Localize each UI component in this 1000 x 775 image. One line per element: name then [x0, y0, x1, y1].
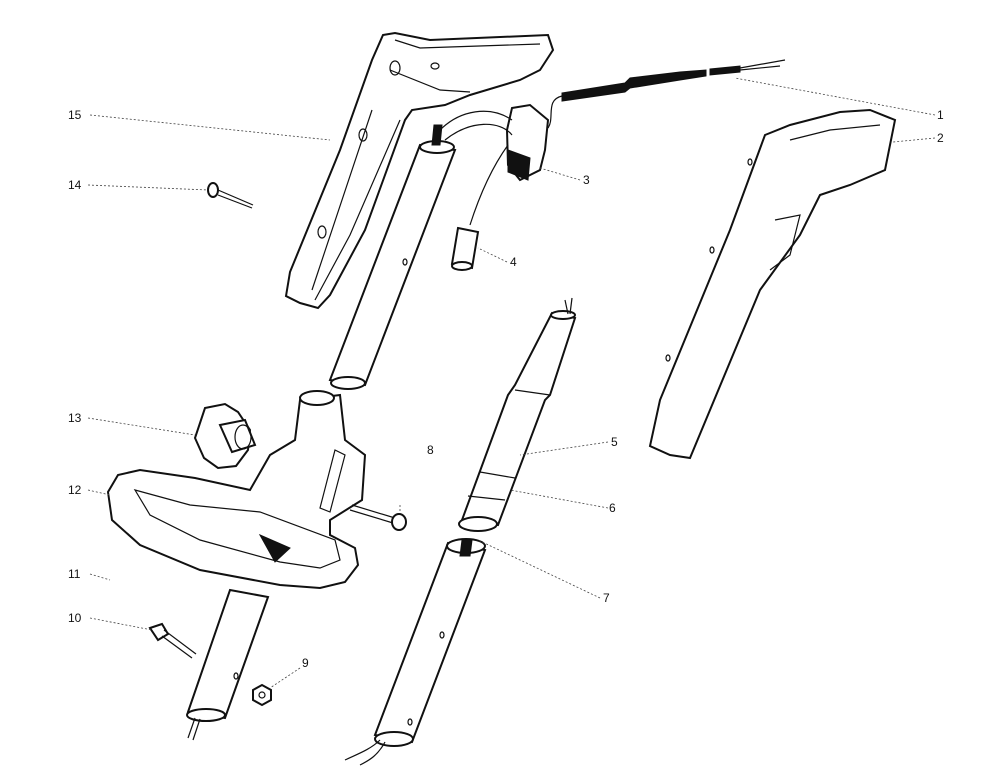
leader-4	[477, 247, 508, 263]
lower-tube-icon	[344, 538, 487, 766]
leader-lines	[87, 77, 936, 689]
callout-13: 13	[68, 411, 82, 425]
callout-6: 6	[609, 501, 616, 515]
callout-5: 5	[611, 435, 618, 449]
callout-1: 1	[937, 108, 944, 122]
leader-13	[87, 417, 196, 436]
leader-10	[89, 617, 153, 631]
callout-14: 14	[68, 178, 82, 192]
callout-7: 7	[603, 591, 610, 605]
callout-8: 8	[427, 443, 434, 457]
leader-11	[89, 573, 111, 581]
handle-cover-left-icon	[284, 31, 555, 310]
callout-2: 2	[937, 131, 944, 145]
cable-icon	[547, 59, 786, 129]
leader-5	[519, 441, 609, 456]
tube-sleeve-icon	[458, 297, 577, 532]
leader-14	[87, 184, 209, 191]
leader-2	[892, 137, 936, 143]
knob-icon	[193, 402, 257, 470]
callout-15: 15	[68, 108, 82, 122]
wire-connector-icon	[450, 144, 509, 271]
bolt-icon	[349, 504, 407, 531]
upper-tube-icon	[328, 124, 457, 390]
callout-labels: 1 2 3 4 5 6 7 8 9 10 11 12 13 14 15	[68, 108, 944, 670]
loop-handle-icon	[106, 390, 367, 590]
shaft-tube-icon	[186, 588, 270, 741]
screw-icon	[207, 182, 254, 209]
leader-15	[89, 114, 331, 141]
callout-3: 3	[583, 173, 590, 187]
nut-icon	[252, 683, 272, 707]
callout-9: 9	[302, 656, 309, 670]
callout-4: 4	[510, 255, 517, 269]
bolt-icon	[148, 622, 197, 659]
leader-12	[87, 489, 111, 496]
leader-9	[269, 667, 301, 689]
leader-3	[539, 167, 581, 181]
callout-11: 11	[68, 567, 81, 581]
leader-7	[477, 539, 601, 599]
switch-icon	[439, 103, 550, 182]
leader-6	[509, 489, 609, 509]
callout-12: 12	[68, 483, 82, 497]
callout-10: 10	[68, 611, 82, 625]
handle-cover-right-icon	[648, 108, 897, 460]
leader-1	[734, 77, 936, 116]
